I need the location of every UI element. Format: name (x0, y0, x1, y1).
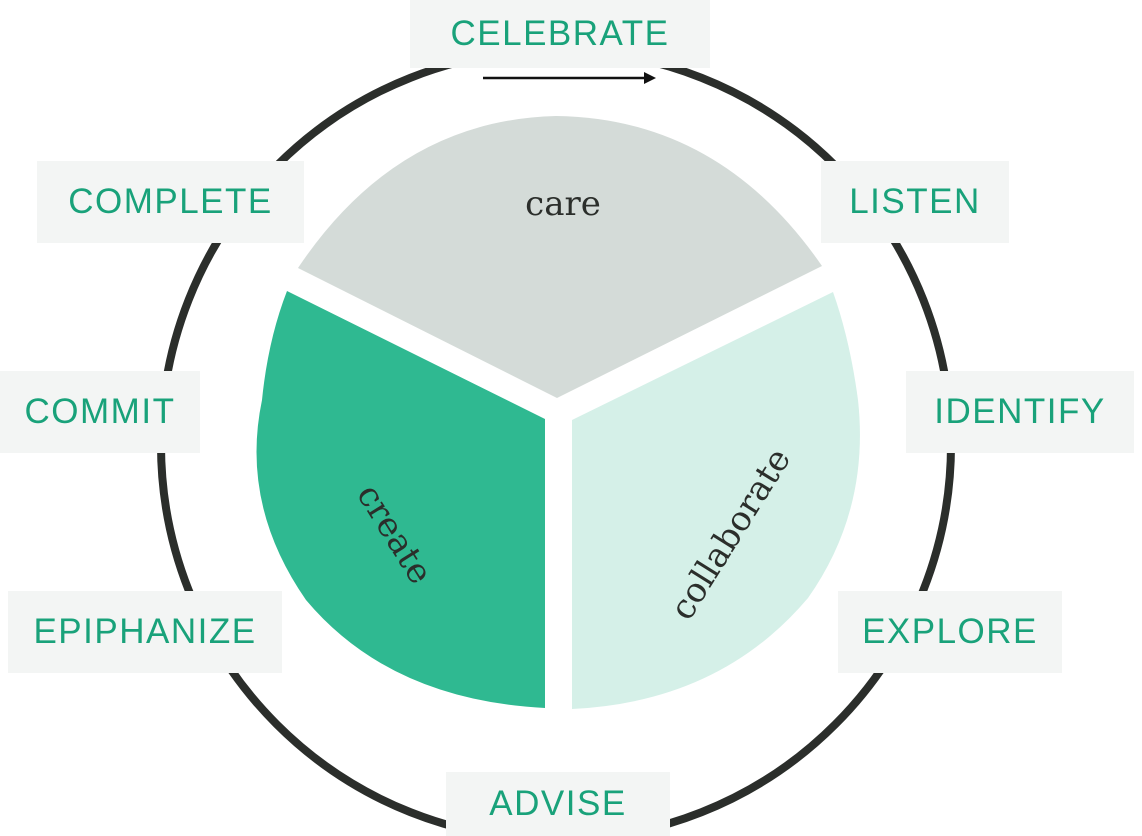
arrow-right-icon (483, 72, 656, 84)
step-explore: EXPLORE (838, 591, 1062, 673)
step-celebrate: CELEBRATE (410, 0, 710, 68)
step-celebrate-label: CELEBRATE (450, 14, 670, 53)
step-listen-label: LISTEN (849, 182, 981, 221)
step-advise: ADVISE (446, 772, 670, 836)
step-complete: COMPLETE (37, 161, 304, 243)
create-segment (256, 291, 545, 708)
step-identify: IDENTIFY (906, 371, 1134, 453)
step-identify-label: IDENTIFY (934, 392, 1106, 431)
step-listen: LISTEN (821, 161, 1009, 243)
step-complete-label: COMPLETE (68, 182, 273, 221)
step-epiphanize: EPIPHANIZE (8, 591, 282, 673)
care-label: care (525, 184, 601, 224)
step-advise-label: ADVISE (489, 784, 627, 823)
step-explore-label: EXPLORE (862, 612, 1038, 651)
step-epiphanize-label: EPIPHANIZE (33, 612, 257, 651)
collaborate-segment (572, 292, 860, 709)
step-commit: COMMIT (0, 371, 200, 453)
step-commit-label: COMMIT (24, 392, 176, 431)
care-segment (298, 116, 822, 398)
